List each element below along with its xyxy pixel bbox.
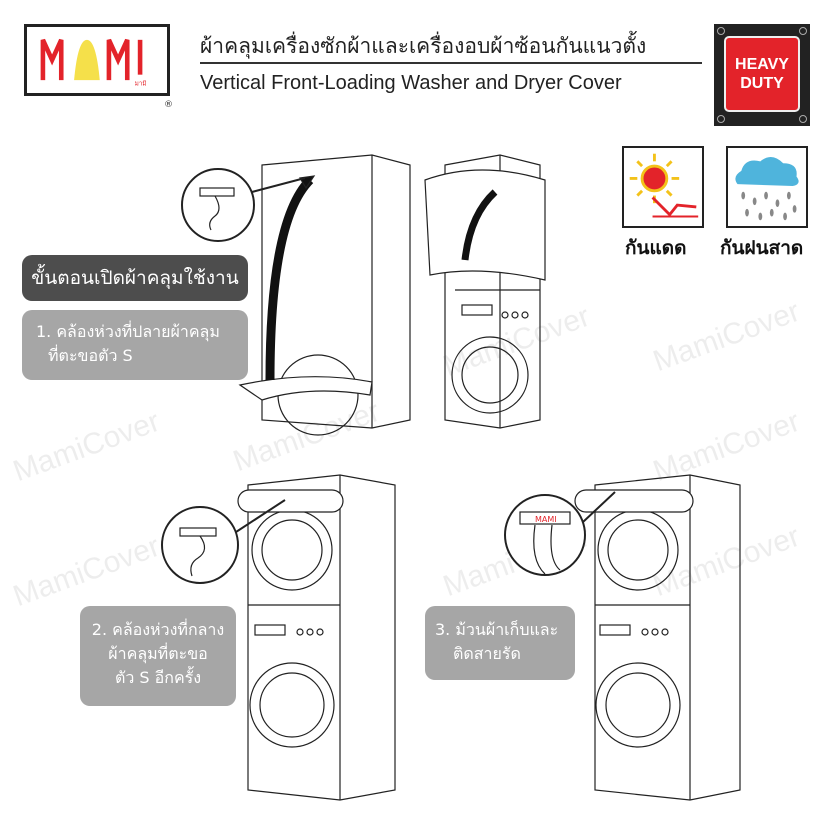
washer-step1-detail — [424, 154, 546, 429]
heavy-duty-badge: HEAVY DUTY — [714, 24, 810, 126]
mami-logo: มามิ — [24, 24, 170, 96]
washer-step3: MAMI — [504, 474, 741, 801]
step2-line3: ตัว S อีกครั้ง — [114, 668, 202, 687]
step2-box: 2. คล้องห่วงที่กลาง ผ้าคลุมที่ตะขอ ตัว S… — [80, 606, 236, 706]
title-divider — [200, 62, 702, 64]
step2-line1: 2. คล้องห่วงที่กลาง — [91, 620, 225, 639]
rain-icon — [726, 146, 808, 228]
washer-step1 — [181, 154, 411, 436]
washer-step2 — [161, 474, 396, 801]
step1-box: 1. คล้องห่วงที่ปลายผ้าคลุม ที่ตะขอตัว S — [22, 310, 248, 380]
step3-line2: ติดสายรัด — [453, 644, 521, 663]
svg-text:MAMI: MAMI — [535, 515, 557, 524]
step3-line1: 3. ม้วนผ้าเก็บและ — [435, 620, 559, 639]
badge-line2: DUTY — [740, 75, 784, 92]
step1-line1: 1. คล้องห่วงที่ปลายผ้าคลุม — [36, 322, 220, 341]
title-english: Vertical Front-Loading Washer and Dryer … — [200, 72, 622, 94]
svg-text:มามิ: มามิ — [135, 80, 147, 88]
steps-heading: ขั้นตอนเปิดผ้าคลุมใช้งาน — [22, 255, 248, 301]
sun-icon — [622, 146, 704, 228]
title-thai: ผ้าคลุมเครื่องซักผ้าและเครื่องอบผ้าซ้อนก… — [200, 34, 647, 58]
feature-label-sun: กันแดด — [625, 237, 687, 259]
registered-mark: ® — [164, 100, 173, 110]
badge-line1: HEAVY — [735, 56, 789, 73]
step3-box: 3. ม้วนผ้าเก็บและ ติดสายรัด — [425, 606, 575, 680]
step2-line2: ผ้าคลุมที่ตะขอ — [108, 644, 208, 663]
step1-line2: ที่ตะขอตัว S — [48, 346, 133, 365]
feature-label-rain: กันฝนสาด — [720, 237, 804, 259]
